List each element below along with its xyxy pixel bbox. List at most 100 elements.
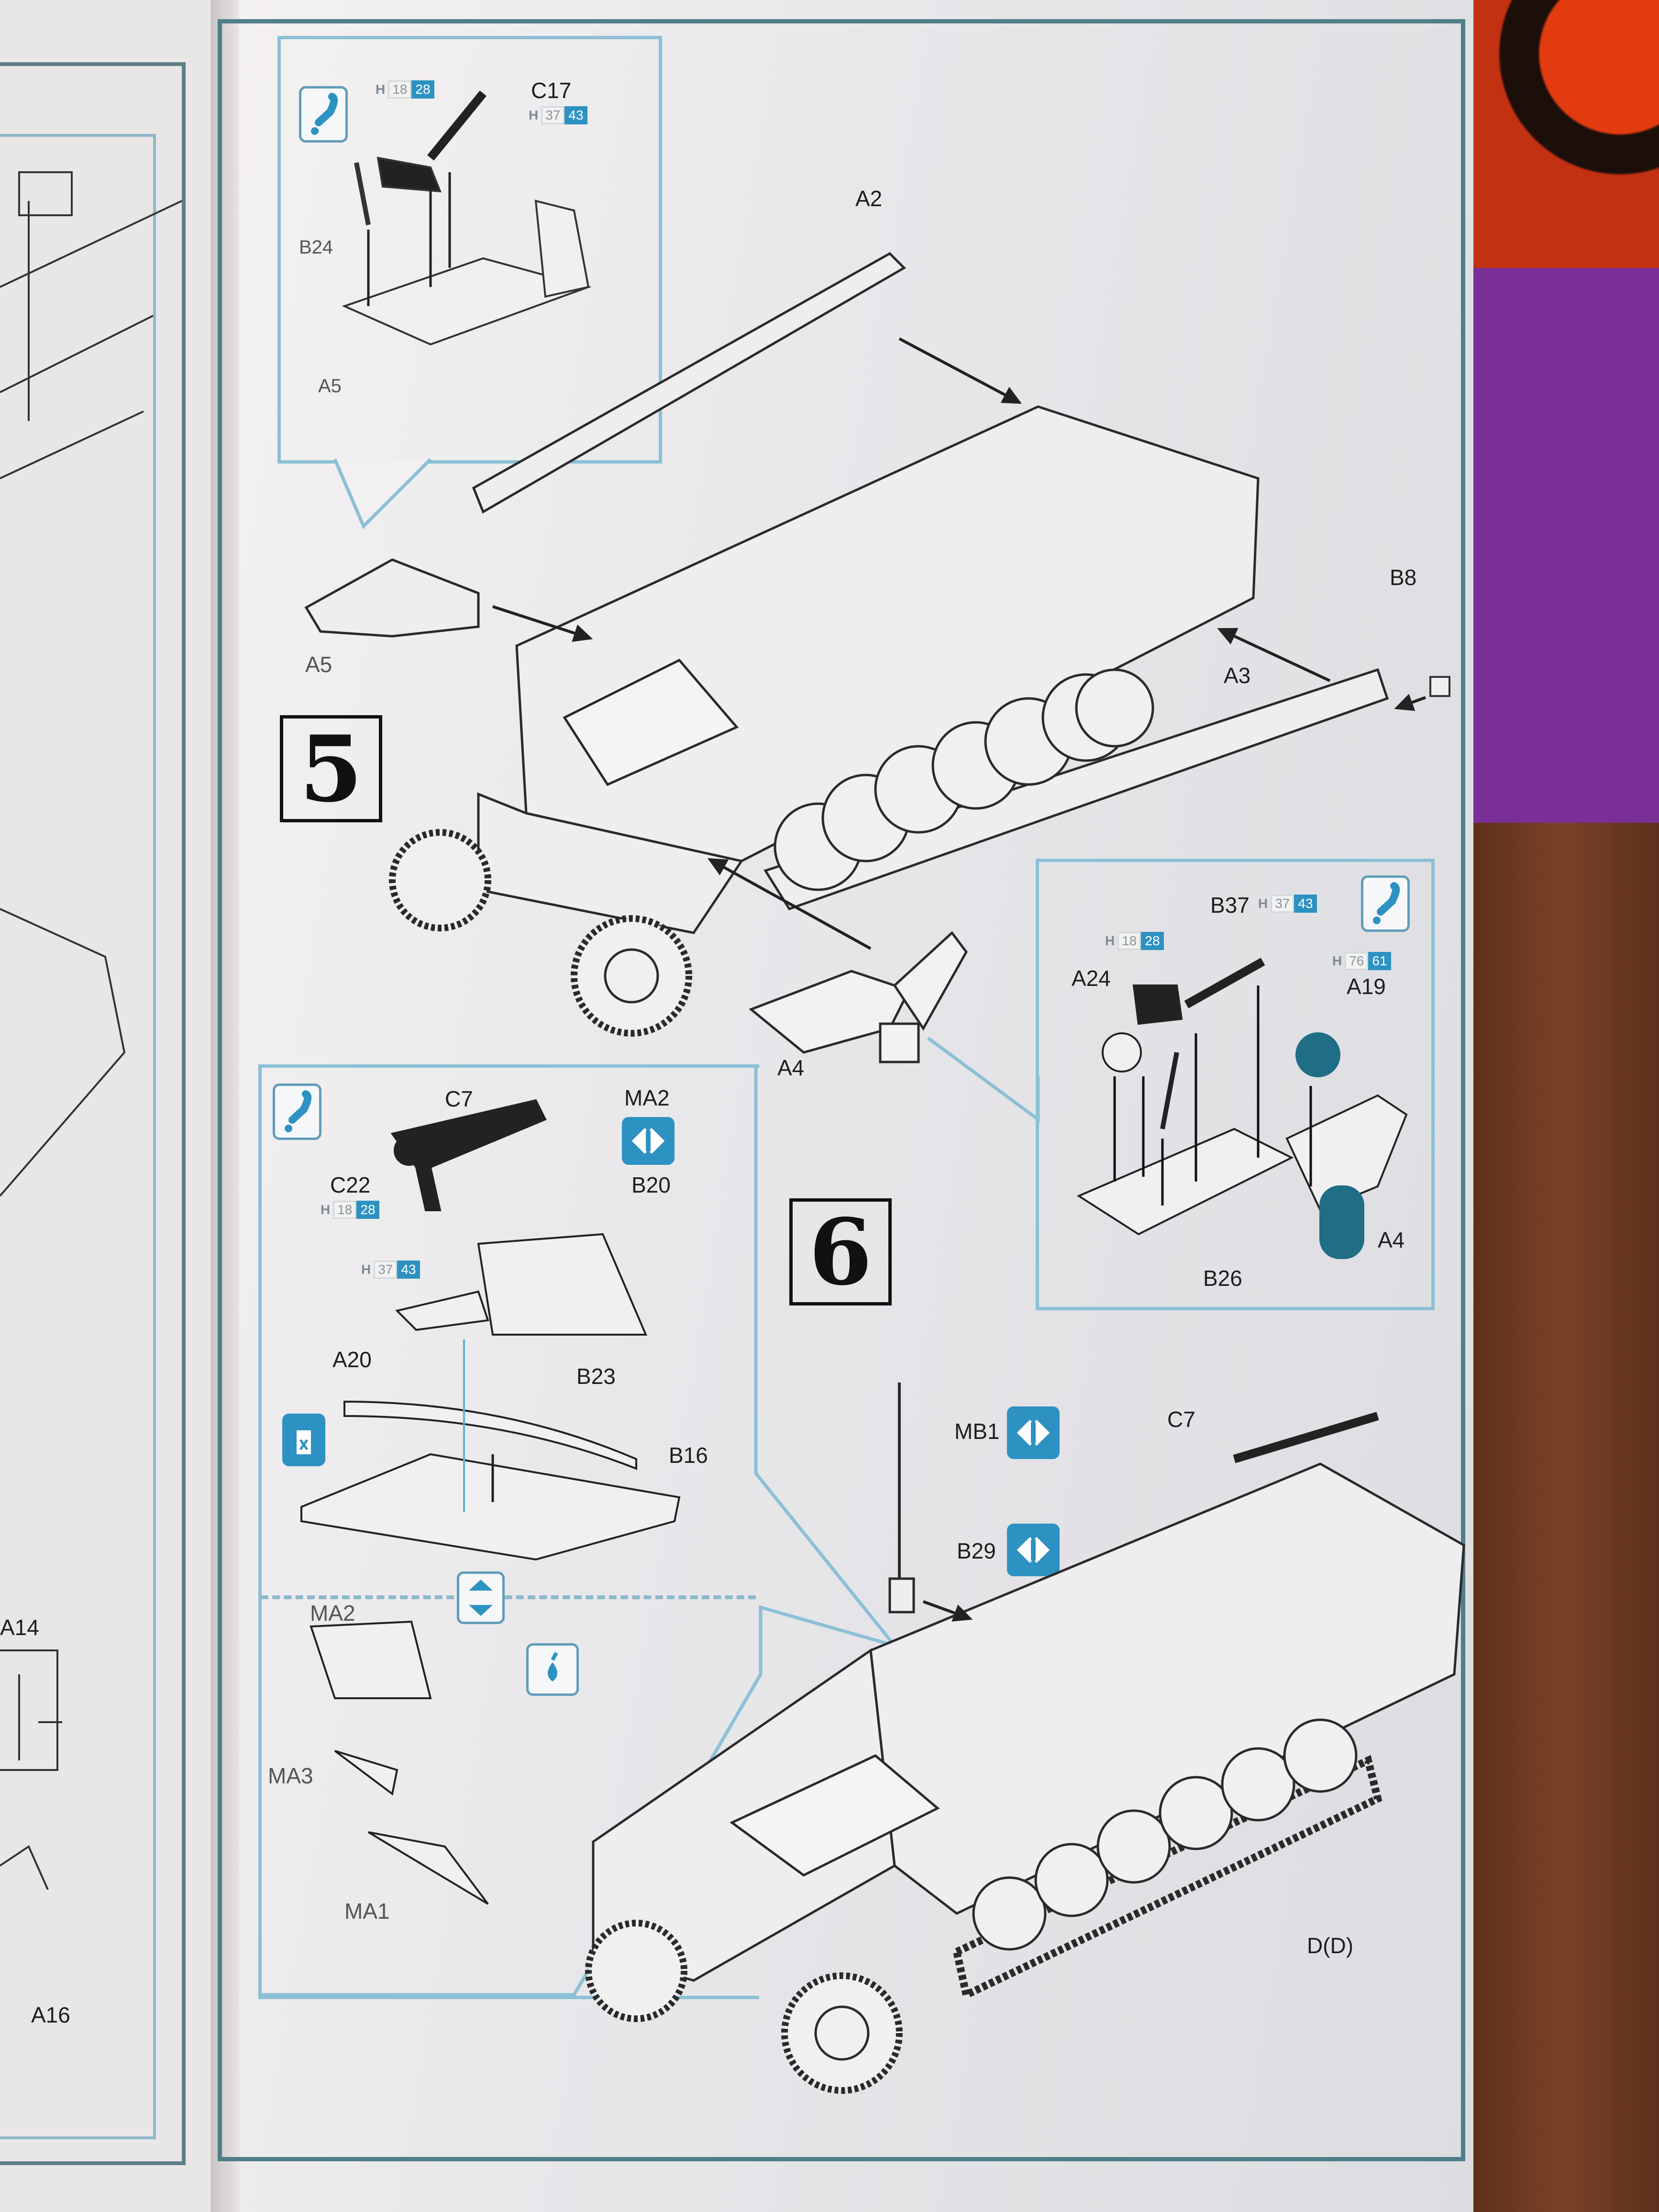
part-label-b37: B37 — [1210, 893, 1250, 918]
part-a19-post — [1319, 1185, 1364, 1259]
paint-code-primary: 18 — [333, 1201, 357, 1219]
part-label-mb1: MB1 — [954, 1419, 1000, 1444]
choose-option-icon — [1007, 1524, 1060, 1576]
vehicle-front-hull — [592, 1648, 896, 1982]
part-label-b26: B26 — [1203, 1266, 1242, 1291]
paint-code-secondary: 28 — [356, 1201, 379, 1219]
part-a19 — [1295, 1032, 1340, 1077]
part-label-a5: A5 — [305, 652, 332, 677]
part-b23-rail — [343, 1400, 637, 1470]
no-glue-icon — [282, 1414, 325, 1466]
paint-prefix: H — [1105, 933, 1115, 948]
part-label-a5: A5 — [318, 376, 342, 397]
paint-code-secondary: 43 — [397, 1261, 420, 1279]
part-ma1-plate — [367, 1831, 489, 1905]
part-label-a3: A3 — [1224, 663, 1251, 688]
paint-code-secondary: 61 — [1368, 952, 1391, 970]
alternate-option-icon — [457, 1571, 505, 1624]
part-a3-skirt — [763, 668, 1389, 911]
part-label-b16: B16 — [669, 1443, 708, 1468]
paint-code-primary: 37 — [1271, 895, 1294, 913]
paint-prefix: H — [529, 108, 539, 122]
caution-exclamation-icon — [299, 86, 348, 143]
paint-code-primary: 18 — [1117, 932, 1141, 950]
part-a24-lamp — [1102, 1032, 1142, 1073]
paint-prefix: H — [321, 1202, 331, 1217]
paint-code-primary: 37 — [541, 106, 565, 124]
part-label-c17: C17 — [531, 78, 572, 103]
option-divider — [261, 1595, 756, 1599]
part-c7-mg — [390, 1099, 547, 1211]
part-b37-barrel — [1184, 958, 1265, 1008]
step6-left-inset-panel — [258, 1064, 759, 1999]
paint-callout: H 18 28 — [1105, 932, 1164, 950]
part-label-d-d: D(D) — [1307, 1933, 1354, 1958]
part-label-ma3: MA3 — [268, 1763, 313, 1788]
paint-callout: H 37 43 — [529, 106, 587, 124]
part-sketch — [18, 171, 73, 216]
part-a4-upright — [1285, 1094, 1408, 1212]
background-fabric-orange — [1464, 0, 1659, 268]
paint-callout: H 18 28 — [321, 1201, 379, 1219]
part-label-b29: B29 — [957, 1538, 996, 1563]
part-label-ma1: MA1 — [344, 1899, 390, 1924]
part-c17-barrel — [427, 90, 487, 161]
part-c17-bracket — [376, 156, 442, 193]
paint-prefix: H — [1332, 953, 1342, 968]
part-label-b8: B8 — [1390, 565, 1417, 590]
paint-prefix: H — [376, 82, 386, 97]
part-label-a19: A19 — [1347, 974, 1386, 999]
part-label-a24: A24 — [1072, 966, 1111, 991]
part-b24-lever — [354, 162, 371, 225]
paint-prefix: H — [1258, 896, 1268, 911]
part-label-a16: A16 — [31, 2002, 70, 2027]
vehicle-hatch — [730, 1754, 940, 1877]
left-page: A14 A16 — [0, 0, 210, 2212]
part-label-ma2: MA2 — [310, 1601, 355, 1626]
background-wood-table — [1464, 823, 1659, 2212]
part-label-a20: A20 — [332, 1347, 372, 1372]
part-label-a4: A4 — [777, 1055, 805, 1080]
choose-option-icon — [622, 1117, 675, 1165]
part-label-a14: A14 — [0, 1615, 39, 1640]
part-a5-assembled — [304, 558, 480, 638]
caution-exclamation-icon — [273, 1084, 321, 1140]
part-a4-base — [1076, 1128, 1294, 1236]
part-label-b20: B20 — [631, 1172, 671, 1197]
paint-code-secondary: 28 — [1141, 932, 1164, 950]
paint-prefix: H — [361, 1262, 371, 1277]
part-b16-plate — [300, 1453, 681, 1561]
part-label-c7: C7 — [1167, 1407, 1195, 1432]
part-bracket — [1132, 984, 1183, 1025]
left-page-frame — [0, 62, 186, 2165]
part-c22-drum — [394, 1135, 424, 1166]
part-a5-upright — [534, 199, 590, 298]
part-label-a2: A2 — [855, 186, 883, 211]
part-ma2-plate — [310, 1620, 432, 1699]
part-label-a4: A4 — [1378, 1228, 1405, 1252]
paint-code-primary: 37 — [374, 1261, 398, 1279]
paint-code-primary: 18 — [388, 80, 412, 99]
paint-code-primary: 76 — [1345, 952, 1369, 970]
vehicle-hatch — [563, 658, 739, 786]
part-b20-shield — [477, 1233, 648, 1336]
step5-inset-panel — [277, 36, 662, 464]
part-b29-base — [888, 1577, 915, 1614]
caution-exclamation-icon — [1361, 875, 1410, 932]
paint-callout: H 37 43 — [361, 1261, 420, 1279]
part-label-c7: C7 — [445, 1086, 473, 1111]
part-c7-mg-mounted — [1233, 1412, 1379, 1463]
background-fabric-purple — [1464, 268, 1659, 823]
part-b26-lever — [1160, 1052, 1179, 1129]
paint-code-secondary: 43 — [1294, 895, 1317, 913]
paint-callout: H 18 28 — [376, 80, 434, 99]
part-label-b23: B23 — [576, 1364, 616, 1389]
left-page-inset-frame — [0, 134, 156, 2139]
